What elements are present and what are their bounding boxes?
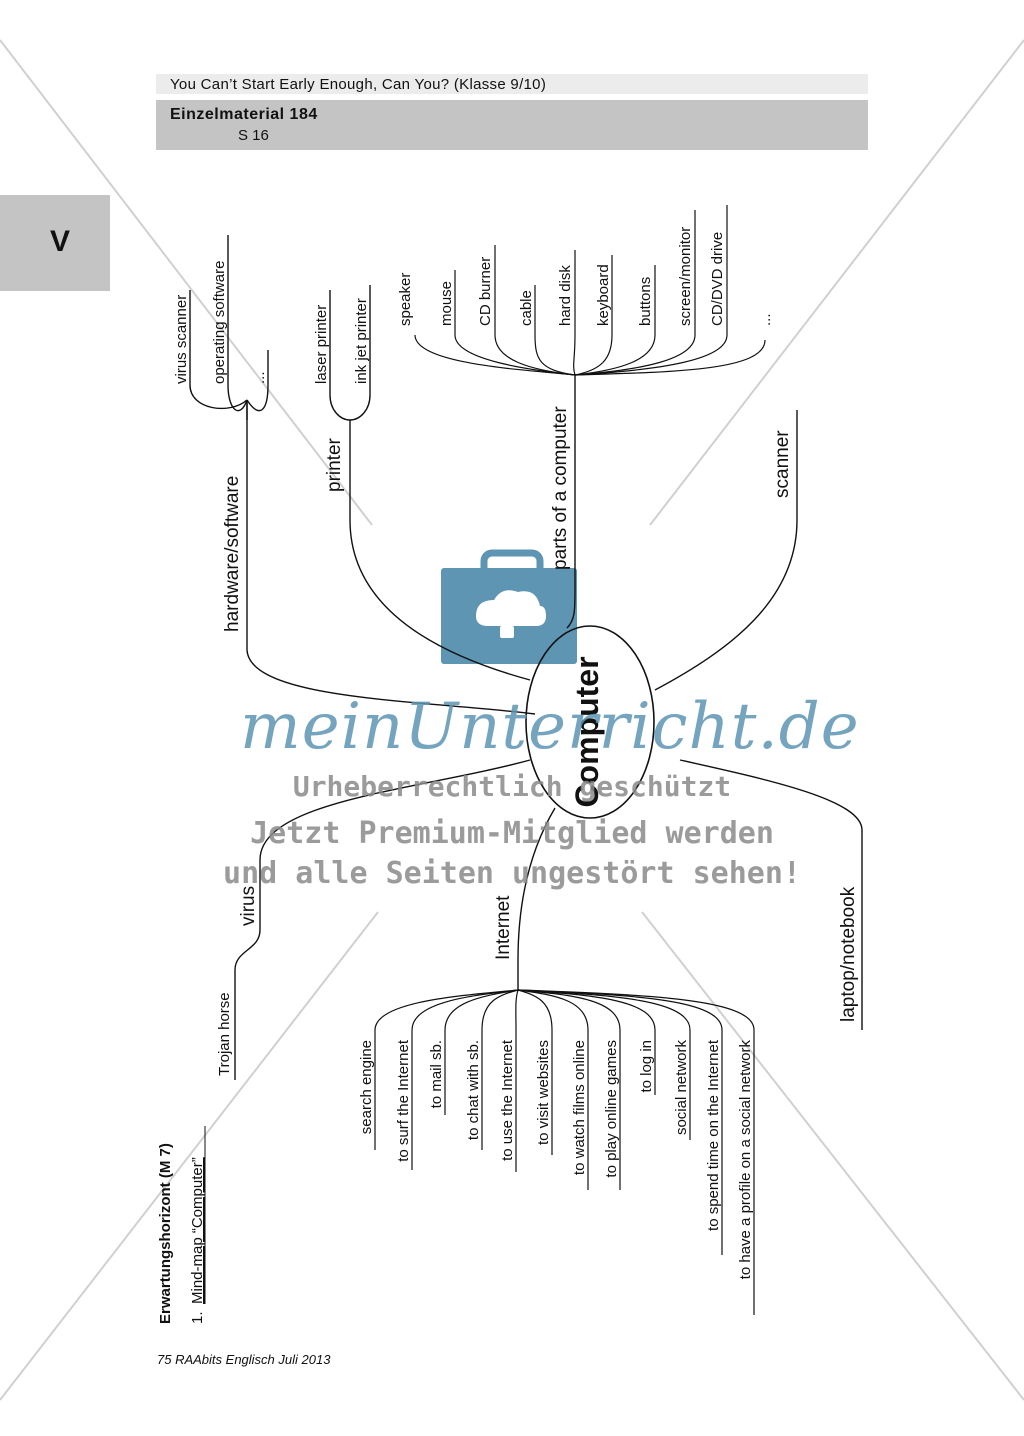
material-title: Einzelmaterial 184: [170, 106, 318, 123]
leaf-operating-software: operating software: [211, 261, 228, 384]
leaf-mail: to mail sb.: [428, 1040, 445, 1108]
page-number: S 16: [238, 127, 269, 144]
footer-text: 75 RAAbits Englisch Juli 2013: [157, 1352, 331, 1367]
watermark-diagonals: [0, 39, 1024, 1401]
branch-parts-of-a-computer: parts of a computer: [550, 406, 571, 570]
leaf-screen-monitor: screen/monitor: [677, 227, 694, 326]
leaf-cd-burner: CD burner: [477, 257, 494, 326]
center-ellipse: [525, 625, 655, 819]
watermark-line-1: Urheberrechtlich geschützt: [292, 770, 732, 803]
briefcase-icon: [441, 549, 577, 664]
leaf-social-network: social network: [673, 1040, 690, 1136]
leaf-cd-dvd-drive: CD/DVD drive: [709, 232, 726, 326]
leaf-ink-jet-printer: ink jet printer: [353, 298, 370, 384]
series-header-bar: You Can’t Start Early Enough, Can You? (…: [156, 74, 868, 94]
internet-leaf-connectors: [374, 989, 755, 1315]
leaf-laser-printer: laser printer: [313, 305, 330, 384]
task-title: Mind-map “Computer”: [189, 1157, 206, 1304]
leaf-buttons: buttons: [637, 277, 654, 326]
leaf-play-games: to play online games: [603, 1040, 620, 1178]
leaf-trojan-horse: Trojan horse: [216, 992, 233, 1076]
section-tab: V: [0, 195, 110, 291]
leaf-have-profile: to have a profile on a social network: [737, 1040, 754, 1280]
leaf-speaker: speaker: [397, 273, 414, 326]
branch-laptop-notebook: laptop/notebook: [838, 886, 859, 1022]
leaf-keyboard: keyboard: [595, 264, 612, 326]
leaf-hardware-more: ...: [251, 371, 268, 384]
leaf-visit-websites: to visit websites: [535, 1040, 552, 1145]
leaf-virus-scanner: virus scanner: [173, 295, 190, 384]
branch-scanner: scanner: [772, 430, 793, 498]
branch-virus: virus: [238, 886, 259, 926]
leaf-hard-disk: hard disk: [557, 265, 574, 326]
branch-hardware-software: hardware/software: [222, 476, 243, 632]
leaf-watch-films: to watch films online: [571, 1040, 588, 1175]
leaf-surf-internet: to surf the Internet: [395, 1039, 412, 1162]
branch-printer: printer: [324, 437, 345, 492]
material-header-bar: Einzelmaterial 184 S 16: [156, 100, 868, 150]
task-number: 1.: [189, 1311, 206, 1324]
section-tab-letter: V: [50, 225, 71, 258]
leaf-log-in: to log in: [638, 1040, 655, 1093]
leaf-use-internet: to use the Internet: [499, 1039, 516, 1161]
leaf-mouse: mouse: [438, 281, 455, 326]
leaf-chat: to chat with sb.: [465, 1040, 482, 1140]
watermark-line-2: Jetzt Premium-Mitglied werden: [250, 816, 774, 851]
leaf-parts-more: ...: [757, 313, 774, 326]
center-label: Computer: [569, 656, 605, 807]
watermark-line-3: und alle Seiten ungestört sehen!: [223, 856, 801, 891]
watermark-brand: meinUnterricht.de: [240, 690, 860, 764]
branch-internet: Internet: [493, 895, 514, 960]
mind-map-connectors: [189, 235, 863, 1080]
leaf-search-engine: search engine: [358, 1040, 375, 1134]
parts-leaf-connectors: [414, 205, 766, 376]
series-title: You Can’t Start Early Enough, Can You? (…: [170, 76, 547, 93]
leaf-spend-time: to spend time on the Internet: [705, 1039, 722, 1231]
section-title: Erwartungshorizont (M 7): [157, 1143, 174, 1324]
leaf-cable: cable: [518, 290, 535, 326]
